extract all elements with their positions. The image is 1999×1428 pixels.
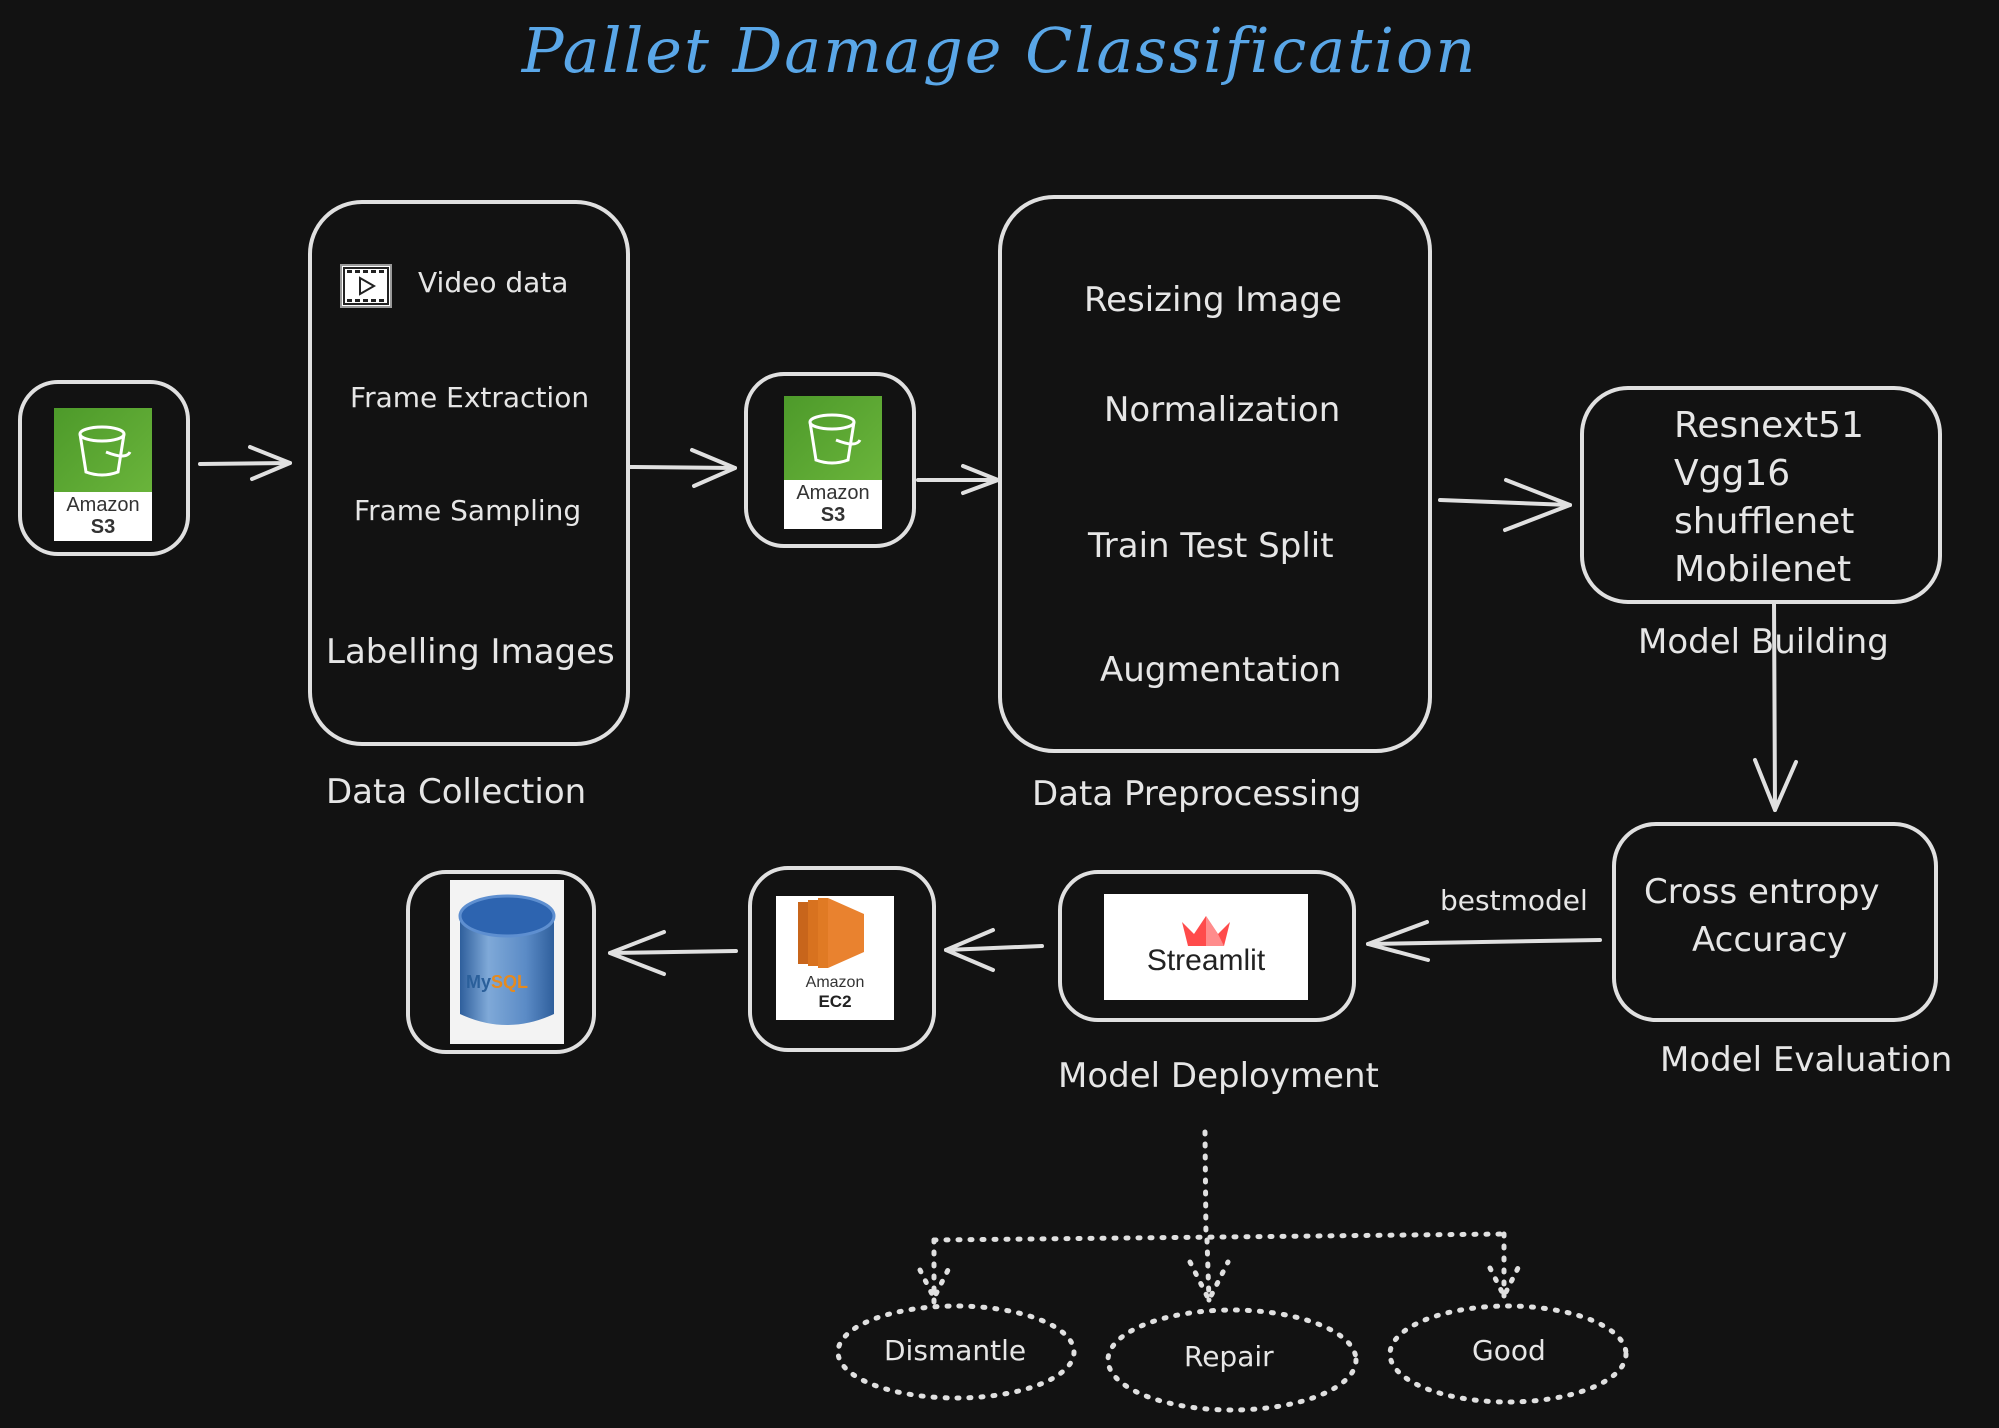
step-frame-extraction: Frame Extraction [350, 381, 590, 414]
edge-label-bestmodel: bestmodel [1440, 884, 1588, 917]
model-shufflenet: shufflenet [1674, 501, 1855, 542]
streamlit-label: Streamlit [1146, 944, 1266, 977]
arrow-ec2-to-mysql [608, 930, 738, 976]
ec2-label-line1: Amazon [805, 974, 865, 991]
streamlit-node[interactable]: Streamlit [1058, 870, 1356, 1022]
mysql-label-sql: SQL [491, 972, 529, 992]
diagram-title: Pallet Damage Classification [521, 14, 1478, 87]
streamlit-crown-icon [1182, 916, 1230, 946]
step-labelling-images: Labelling Images [326, 632, 615, 672]
caption-model-building: Model Building [1638, 622, 1889, 662]
mysql-database-icon [458, 894, 556, 1025]
streamlit-logo: Streamlit [1104, 894, 1308, 1000]
caption-model-evaluation: Model Evaluation [1660, 1040, 1953, 1080]
outcome-ellipse-good [1387, 1303, 1629, 1405]
mysql-node[interactable]: MySQL [406, 870, 596, 1054]
metric-accuracy: Accuracy [1692, 920, 1848, 960]
mysql-label-my: My [466, 972, 492, 992]
s3-label-line2: S3 [90, 516, 116, 538]
arrow-s3-to-collection [198, 445, 292, 481]
amazon-s3-logo: Amazon S3 [784, 396, 882, 529]
model-evaluation-box[interactable] [1612, 822, 1938, 1022]
outcome-dismantle: Dismantle [884, 1334, 1027, 1367]
amazon-s3-bucket-icon [78, 425, 132, 477]
source-s3-node[interactable]: Amazon S3 [18, 380, 190, 556]
outcome-branch-lines [917, 1129, 1521, 1309]
data-preprocessing-box[interactable] [998, 195, 1432, 753]
ec2-node[interactable]: Amazon EC2 [748, 866, 936, 1052]
model-mobilenet: Mobilenet [1674, 549, 1852, 590]
outcome-good: Good [1472, 1334, 1546, 1367]
amazon-s3-logo: Amazon S3 [54, 408, 152, 541]
arrow-streamlit-to-ec2 [944, 928, 1044, 972]
s3-green-panel [784, 396, 882, 480]
mysql-label: MySQL [466, 972, 528, 993]
outcome-repair: Repair [1184, 1340, 1274, 1373]
s3-label-line2: S3 [820, 504, 846, 526]
amazon-s3-bucket-icon [808, 413, 862, 465]
arrow-evaluation-to-streamlit [1366, 920, 1602, 962]
caption-data-collection: Data Collection [326, 772, 587, 812]
s3-green-panel [54, 408, 152, 492]
step-resizing-image: Resizing Image [1084, 280, 1342, 320]
metric-cross-entropy: Cross entropy [1644, 872, 1880, 912]
intermediate-s3-node[interactable]: Amazon S3 [744, 372, 916, 548]
amazon-ec2-icon [798, 898, 864, 968]
model-building-box[interactable] [1580, 386, 1942, 604]
model-resnext51: Resnext51 [1674, 405, 1864, 446]
arrow-collection-to-s3 [628, 448, 737, 488]
caption-model-deployment: Model Deployment [1058, 1056, 1379, 1096]
ec2-logo: Amazon EC2 [776, 896, 894, 1020]
step-augmentation: Augmentation [1100, 650, 1342, 690]
step-frame-sampling: Frame Sampling [354, 494, 582, 527]
step-normalization: Normalization [1104, 390, 1341, 430]
arrow-preprocessing-to-building [1438, 478, 1572, 532]
mysql-logo: MySQL [450, 880, 564, 1044]
arrow-building-to-evaluation [1753, 598, 1798, 812]
step-train-test-split: Train Test Split [1088, 526, 1334, 566]
ec2-label-line2: EC2 [818, 992, 852, 1011]
video-play-icon [340, 264, 392, 308]
data-collection-box[interactable] [308, 200, 630, 746]
s3-label-line1: Amazon [66, 494, 140, 516]
outcome-ellipse-repair [1105, 1307, 1359, 1413]
caption-data-preprocessing: Data Preprocessing [1032, 774, 1362, 814]
model-vgg16: Vgg16 [1674, 453, 1791, 494]
step-video-data: Video data [418, 266, 569, 299]
arrow-s3-to-preprocessing [916, 464, 1000, 495]
outcome-ellipse-dismantle [835, 1303, 1077, 1401]
s3-label-line1: Amazon [796, 482, 870, 504]
